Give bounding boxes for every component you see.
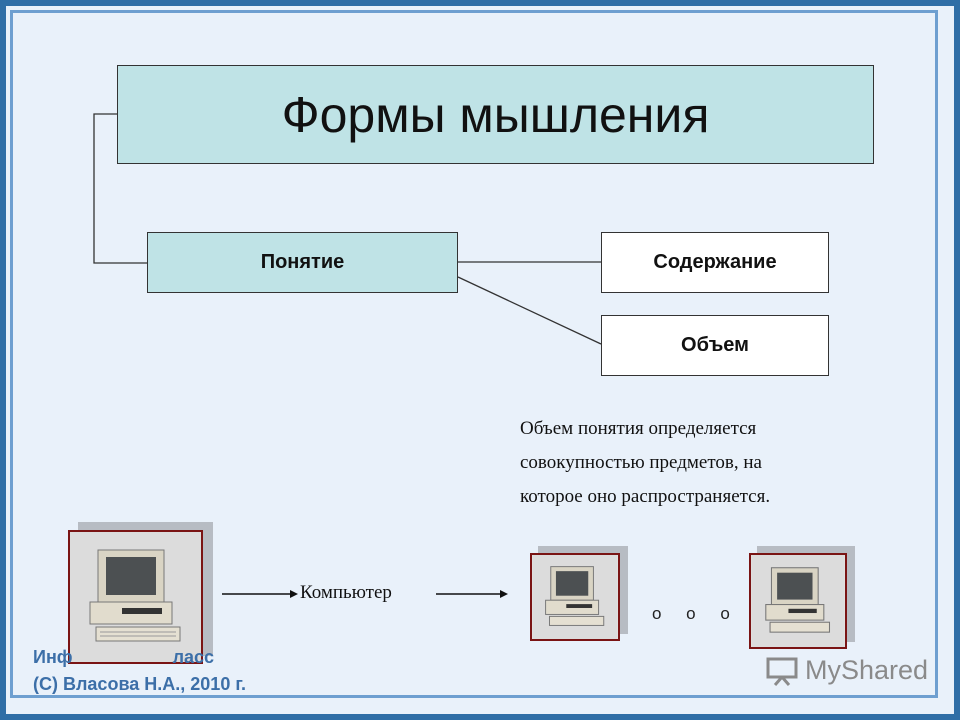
concept-to-volume-connector [457,276,602,345]
computer-icon [70,532,201,662]
footer-copyright: (С) Власова Н.А., 2010 г. [33,674,247,694]
node-content: Содержание [601,232,829,293]
node-volume: Объем [601,315,829,376]
footer-course: Инф ласс [33,647,215,667]
title-to-concept-connector [93,113,147,264]
example-label: Компьютер [300,582,392,603]
arrow-head-2 [500,590,508,598]
volume-definition: Объем понятия определяется совокупностью… [520,412,860,514]
watermark-text: MyShared [805,655,929,685]
definition-line: совокупностью предметов, на [520,452,762,473]
computer-image-large [68,522,213,664]
definition-line: Объем понятия определяется [520,418,757,439]
computer-image-small-1 [530,546,628,642]
presentation-icon [766,657,798,686]
ellipsis-marker: o o o [652,604,740,623]
computer-image-small-2 [749,546,855,650]
node-concept: Понятие [147,232,458,293]
definition-line: которое оно распространяется. [520,486,771,507]
arrow-head-1 [290,590,298,598]
computer-icon [532,555,618,639]
computer-icon [751,555,845,647]
watermark: MyShared [765,655,928,686]
page-title: Формы мышления [117,65,874,164]
